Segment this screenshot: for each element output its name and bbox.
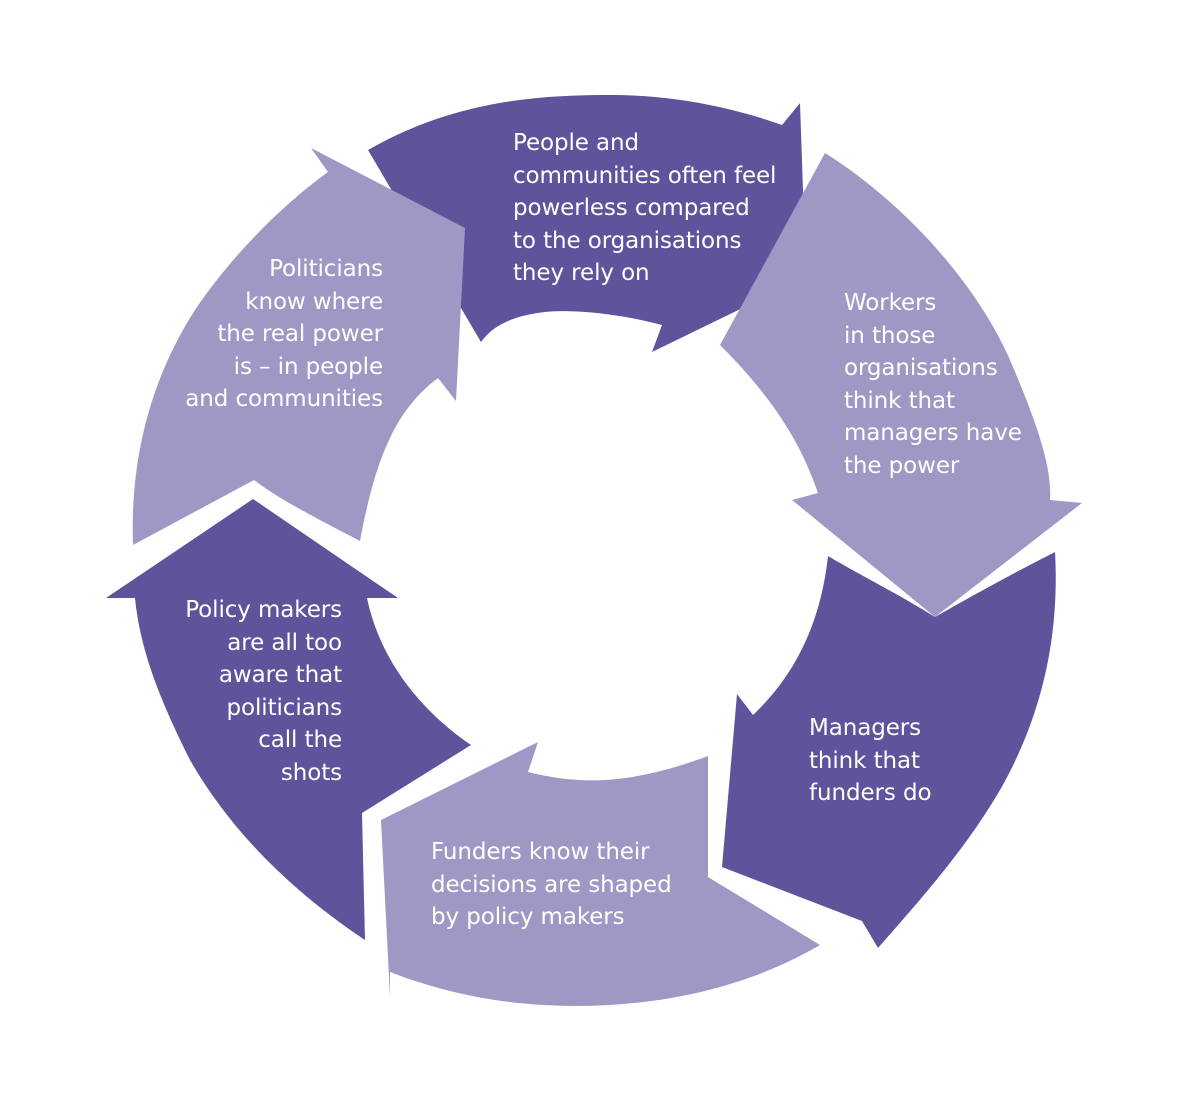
arrow-segment-politicians bbox=[132, 148, 465, 545]
arrow-segment-people bbox=[368, 95, 806, 352]
segment-label-managers: Managers think that funders do bbox=[809, 715, 932, 807]
arrow-segment-policy bbox=[106, 499, 471, 940]
arrow-segment-managers bbox=[722, 552, 1056, 948]
segment-label-funders: Funders know their decisions are shaped … bbox=[431, 839, 672, 931]
arrow-segment-funders bbox=[381, 742, 820, 1006]
segment-label-politicians: Politicians know where the real power is… bbox=[185, 256, 383, 413]
segment-label-workers: Workers in those organisations think tha… bbox=[844, 290, 1022, 479]
arrow-segment-workers bbox=[720, 153, 1082, 617]
segment-label-policy: Policy makers are all too aware that pol… bbox=[185, 597, 342, 786]
segment-label-people: People and communities often feel powerl… bbox=[513, 130, 777, 287]
